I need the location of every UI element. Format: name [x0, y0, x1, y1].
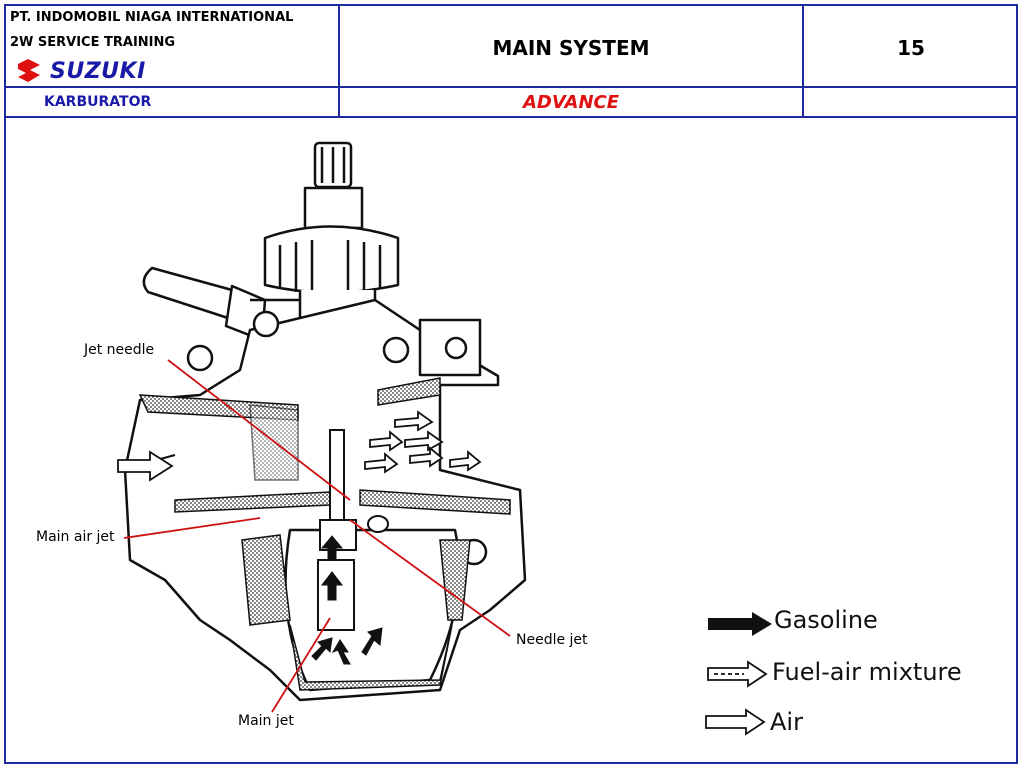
- legend-air-arrow: [705, 708, 766, 736]
- header-page-cell: 15: [804, 6, 1018, 88]
- label-jet-needle: Jet needle: [84, 342, 155, 358]
- header-company-cell: PT. INDOMOBIL NIAGA INTERNATIONAL 2W SER…: [6, 6, 340, 88]
- label-needle-jet: Needle jet: [516, 632, 588, 648]
- legend-gasoline-arrow: [708, 612, 772, 636]
- gasoline-arrows: [311, 535, 383, 665]
- section-cell: KARBURATOR: [6, 88, 340, 118]
- label-main-jet: Main jet: [238, 713, 294, 729]
- legend-air: Air: [770, 708, 803, 736]
- slide-frame: [4, 4, 1018, 764]
- page-title: MAIN SYSTEM: [492, 36, 650, 60]
- cross-section-hatching: [138, 377, 511, 691]
- suzuki-logo: SUZUKI: [14, 58, 146, 84]
- empty-cell: [804, 88, 1018, 118]
- leader-lines: [123, 359, 511, 713]
- legend-gasoline: Gasoline: [774, 606, 878, 634]
- level-label: ADVANCE: [522, 92, 620, 113]
- brand-text: SUZUKI: [50, 58, 146, 84]
- legend-fuel-air-arrow: [707, 660, 768, 688]
- label-main-air-jet: Main air jet: [36, 529, 115, 545]
- legend-fuel-air-mixture: Fuel-air mixture: [772, 658, 962, 686]
- level-cell: ADVANCE: [340, 88, 804, 118]
- suzuki-s-icon: [18, 59, 40, 82]
- header-title-cell: MAIN SYSTEM: [340, 6, 804, 88]
- company-name: PT. INDOMOBIL NIAGA INTERNATIONAL: [10, 10, 294, 25]
- page-number: 15: [897, 36, 925, 60]
- section-label: KARBURATOR: [44, 94, 152, 110]
- flow-arrows: [117, 410, 482, 482]
- division-name: 2W SERVICE TRAINING: [10, 35, 176, 50]
